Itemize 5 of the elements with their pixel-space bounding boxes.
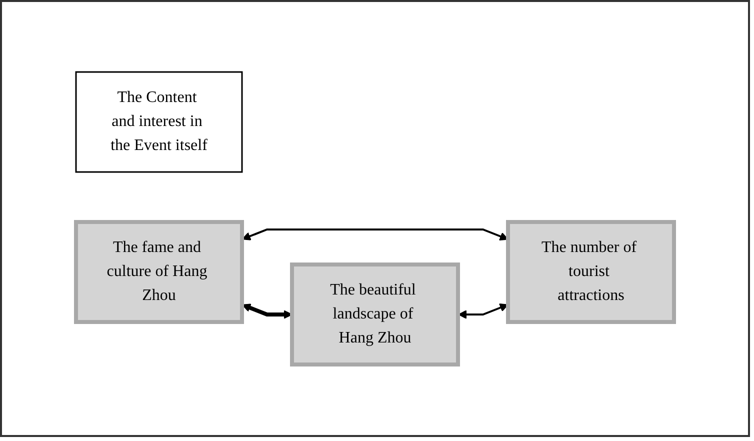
- node-box: The beautiful landscape of Hang Zhou: [290, 262, 460, 367]
- node-box: The number of tourist attractions: [506, 220, 676, 324]
- node-box: The Content and interest in the Event itself: [75, 72, 243, 173]
- node-box: The fame and culture of Hang Zhou: [74, 220, 244, 324]
- arrow: [458, 304, 508, 320]
